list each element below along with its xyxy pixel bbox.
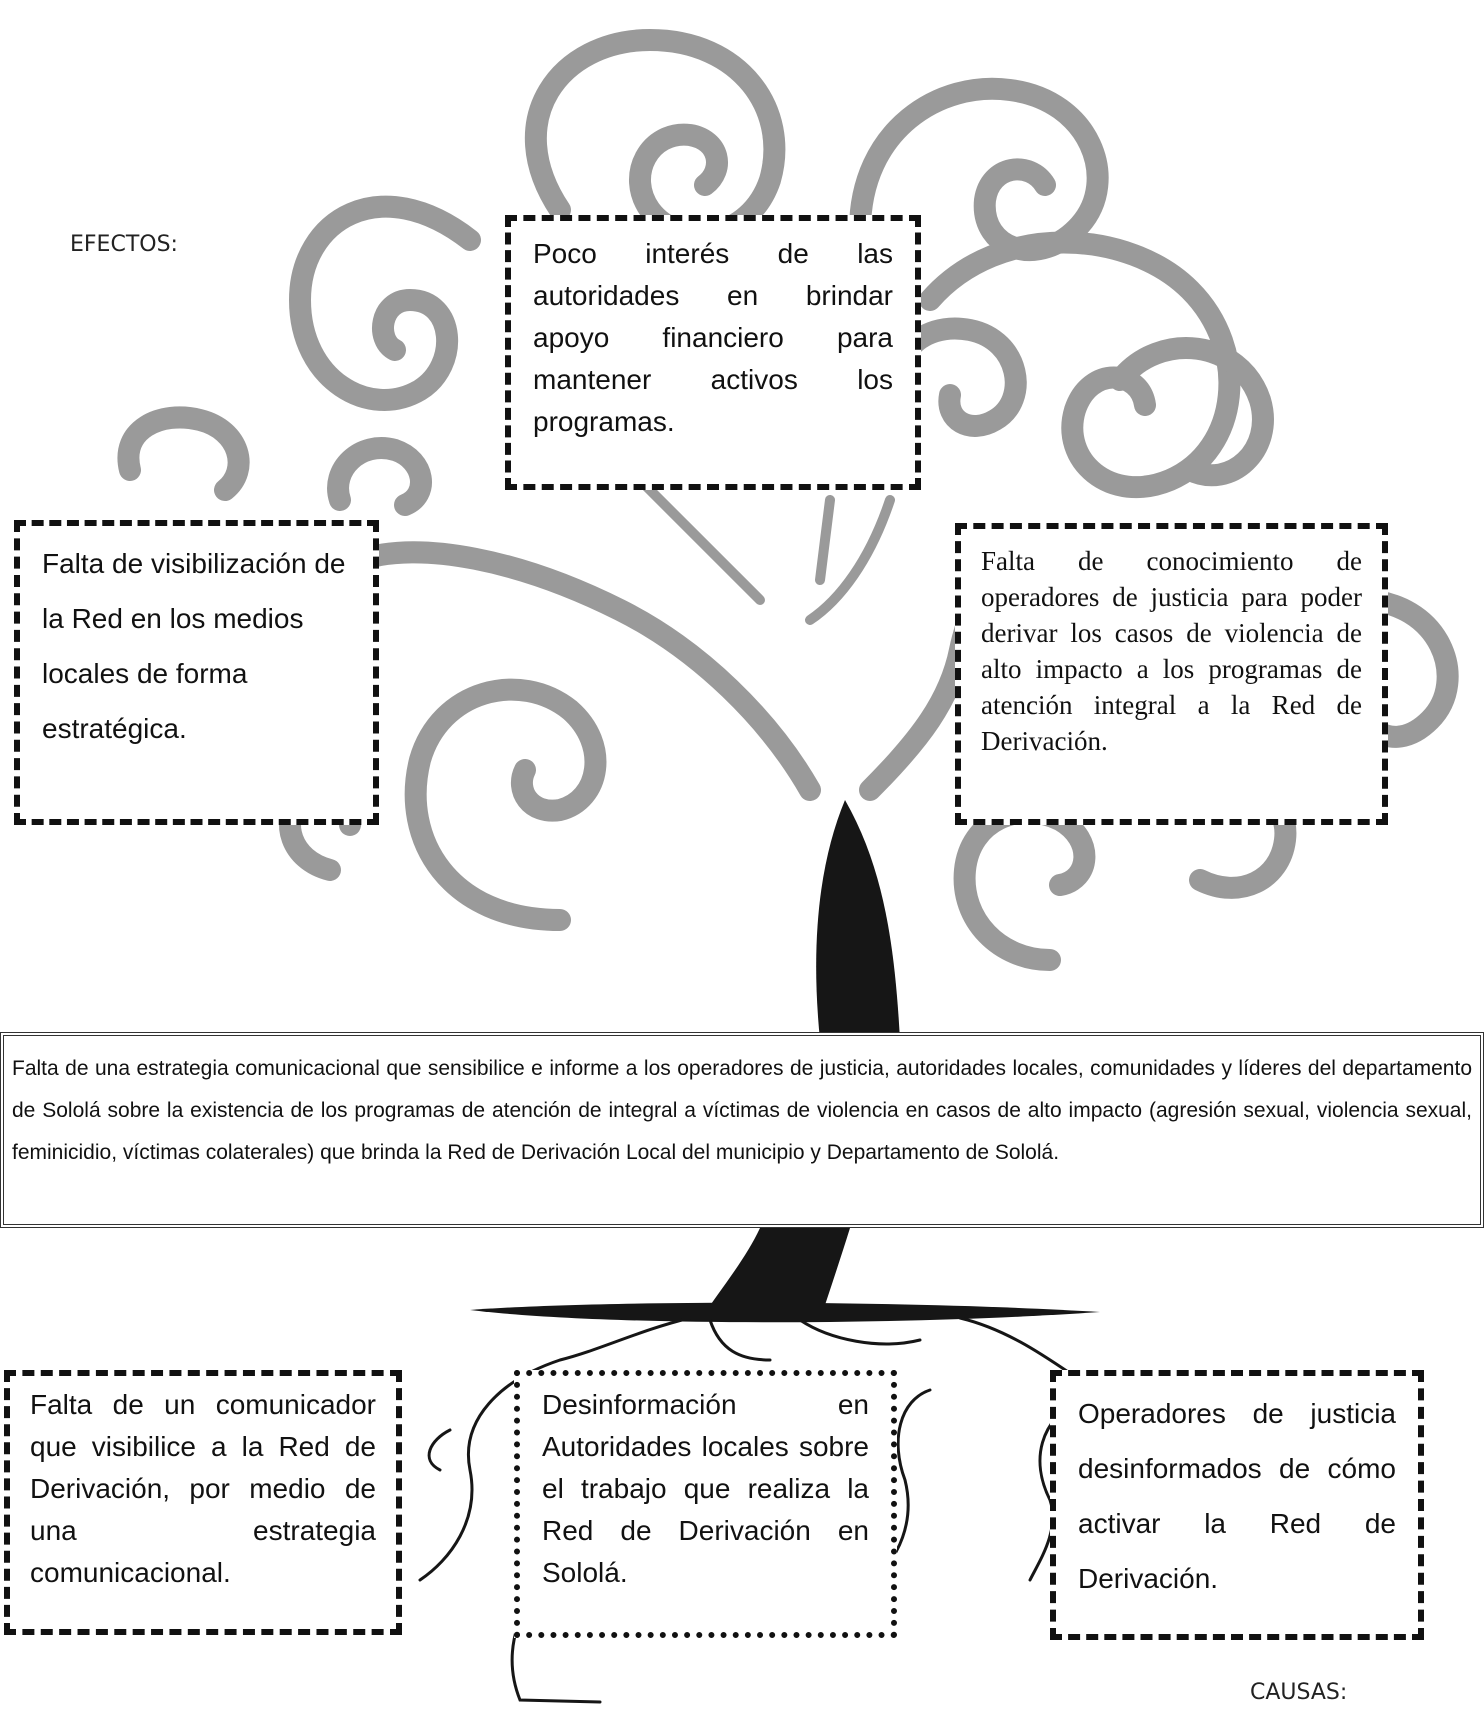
- spiral-left-mid: [327, 437, 432, 516]
- central-problem-box: Falta de una estrategia comunicacional q…: [0, 1032, 1484, 1228]
- causes-label: CAUSAS:: [1250, 1680, 1348, 1705]
- effect-text-knowledge: Falta de conocimiento de operadores de j…: [981, 546, 1362, 756]
- cause-box-authorities: Desinformación en Autoridades locales so…: [514, 1370, 897, 1638]
- spiral-left-low: [404, 678, 607, 931]
- tree-trunk: [816, 800, 900, 1040]
- root-3: [798, 1318, 922, 1346]
- spiral-top-left: [288, 195, 481, 411]
- root-8: [427, 1428, 452, 1472]
- tree-trunk-lower: [700, 1228, 850, 1320]
- spiral-top-right: [849, 77, 1109, 261]
- spiral-right-low: [953, 801, 1096, 971]
- twig-1: [635, 475, 765, 605]
- branch-left: [349, 541, 821, 801]
- effect-box-authorities: Poco interés de las autoridades en brind…: [505, 215, 921, 490]
- effects-label: EFECTOS:: [70, 232, 178, 257]
- spiral-right-big: [919, 231, 1241, 499]
- cause-box-justice: Operadores de justicia desinformados de …: [1050, 1370, 1424, 1640]
- effect-box-knowledge: Falta de conocimiento de operadores de j…: [955, 523, 1388, 825]
- effect-text-visibility: Falta de visibilización de la Red en los…: [42, 548, 346, 744]
- root-2: [708, 1318, 772, 1362]
- cause-text-authorities: Desinformación en Autoridades locales so…: [542, 1389, 869, 1588]
- tree-root-base: [470, 1302, 1100, 1323]
- twig-3: [805, 495, 895, 625]
- spiral-left-top: [117, 406, 250, 501]
- central-problem-text: Falta de una estrategia comunicacional q…: [12, 1057, 1472, 1164]
- cause-text-justice: Operadores de justicia desinformados de …: [1078, 1398, 1396, 1594]
- cause-box-communicator: Falta de un comunicador que visibilice a…: [4, 1370, 402, 1635]
- spiral-top-center: [524, 28, 786, 245]
- spiral-right-small: [1109, 337, 1274, 487]
- effect-text-authorities: Poco interés de las autoridades en brind…: [533, 238, 893, 437]
- twig-2: [815, 495, 835, 585]
- cause-text-communicator: Falta de un comunicador que visibilice a…: [30, 1389, 376, 1588]
- root-1: [418, 1316, 692, 1582]
- effect-box-visibility: Falta de visibilización de la Red en los…: [14, 520, 379, 825]
